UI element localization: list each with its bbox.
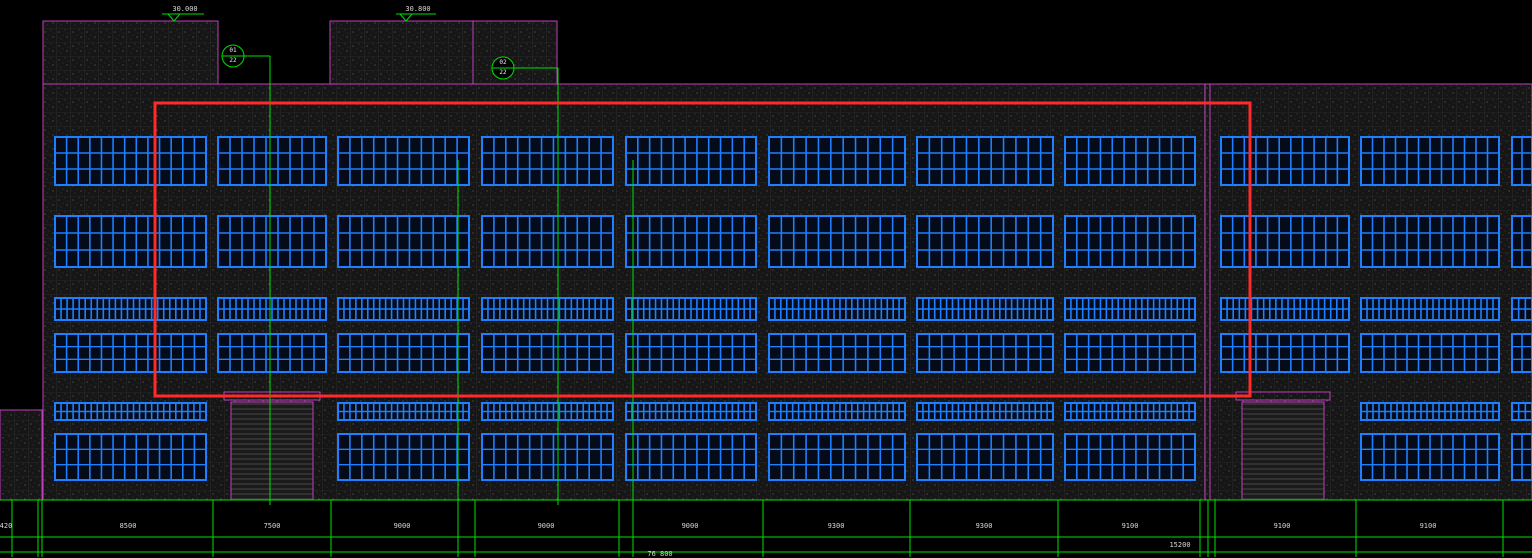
- window: [1511, 433, 1532, 481]
- triangle-elevation-icon: [167, 13, 181, 22]
- elevation-label-left: 30.000: [172, 5, 198, 13]
- window: [481, 333, 614, 373]
- window: [1064, 136, 1196, 186]
- window: [481, 297, 614, 321]
- window: [1511, 136, 1532, 186]
- window: [916, 333, 1054, 373]
- window: [1511, 402, 1532, 421]
- dimension-label: 9000: [393, 522, 411, 530]
- window: [916, 433, 1054, 481]
- axis-bubble-02: [491, 56, 515, 80]
- window: [1064, 333, 1196, 373]
- window: [337, 433, 470, 481]
- elevation-label-right: 30.800: [405, 5, 431, 13]
- axis-bubble-01: [221, 44, 245, 68]
- axis-bubble-01-bottom: 22: [229, 57, 237, 64]
- window: [1220, 136, 1350, 186]
- window: [481, 215, 614, 268]
- window: [481, 433, 614, 481]
- window: [916, 215, 1054, 268]
- window: [54, 402, 207, 421]
- axis-bubble-02-bottom: 22: [499, 69, 507, 76]
- window-grid: [54, 136, 1532, 481]
- window: [1064, 402, 1196, 421]
- roller-door-left: [230, 401, 314, 501]
- window: [481, 136, 614, 186]
- window: [625, 433, 757, 481]
- window: [337, 333, 470, 373]
- dimension-total-bottom: 76 800: [647, 550, 673, 558]
- window: [337, 402, 470, 421]
- window: [217, 215, 327, 268]
- window: [337, 215, 470, 268]
- window: [1064, 297, 1196, 321]
- window: [625, 402, 757, 421]
- window: [337, 136, 470, 186]
- dimension-label: 420: [0, 522, 13, 530]
- highlight-box: [153, 101, 1252, 398]
- window: [1511, 297, 1532, 321]
- window: [1360, 136, 1500, 186]
- axis-bubble-02-top: 02: [499, 59, 507, 66]
- dimension-chain: [0, 499, 1532, 557]
- dimension-label: 8500: [119, 522, 137, 530]
- window: [54, 136, 207, 186]
- window: [916, 136, 1054, 186]
- window: [1360, 402, 1500, 421]
- elevation-mark-right: [396, 13, 436, 22]
- dimension-total-right: 15200: [1169, 541, 1191, 549]
- window: [768, 215, 906, 268]
- window: [916, 402, 1054, 421]
- window: [217, 333, 327, 373]
- window: [625, 333, 757, 373]
- elevation-mark-left: [162, 13, 204, 22]
- window: [54, 333, 207, 373]
- window: [625, 215, 757, 268]
- window: [217, 297, 327, 321]
- dimension-label: 9300: [975, 522, 993, 530]
- dimension-label: 9000: [681, 522, 699, 530]
- left-annex: [0, 409, 43, 501]
- window: [916, 297, 1054, 321]
- triangle-elevation-icon: [399, 13, 413, 22]
- dimension-label: 9300: [827, 522, 845, 530]
- window: [1511, 333, 1532, 373]
- axis-lines: [244, 55, 634, 557]
- window: [481, 402, 614, 421]
- parapet-mid-2: [472, 20, 558, 86]
- window: [54, 297, 207, 321]
- window: [1360, 433, 1500, 481]
- window: [1360, 333, 1500, 373]
- window: [337, 297, 470, 321]
- window: [768, 297, 906, 321]
- roller-doors: [223, 391, 1331, 501]
- window: [768, 333, 906, 373]
- window: [768, 136, 906, 186]
- window: [1360, 215, 1500, 268]
- roller-door-right: [1241, 401, 1325, 501]
- dimension-label: 9100: [1419, 522, 1437, 530]
- window: [1360, 297, 1500, 321]
- window: [625, 136, 757, 186]
- dimension-label: 9100: [1273, 522, 1291, 530]
- window: [625, 297, 757, 321]
- window: [1064, 433, 1196, 481]
- parapet-left: [42, 20, 219, 86]
- dimension-label: 7500: [263, 522, 281, 530]
- window: [1511, 215, 1532, 268]
- dimension-label: 9000: [537, 522, 555, 530]
- window: [217, 136, 327, 186]
- parapet-mid: [329, 20, 474, 86]
- window: [1220, 333, 1350, 373]
- dimension-label: 9100: [1121, 522, 1139, 530]
- window: [1064, 215, 1196, 268]
- window: [1220, 215, 1350, 268]
- window: [54, 215, 207, 268]
- window: [1220, 297, 1350, 321]
- window: [768, 433, 906, 481]
- axis-bubble-01-top: 01: [229, 47, 237, 54]
- window: [768, 402, 906, 421]
- window: [54, 433, 207, 481]
